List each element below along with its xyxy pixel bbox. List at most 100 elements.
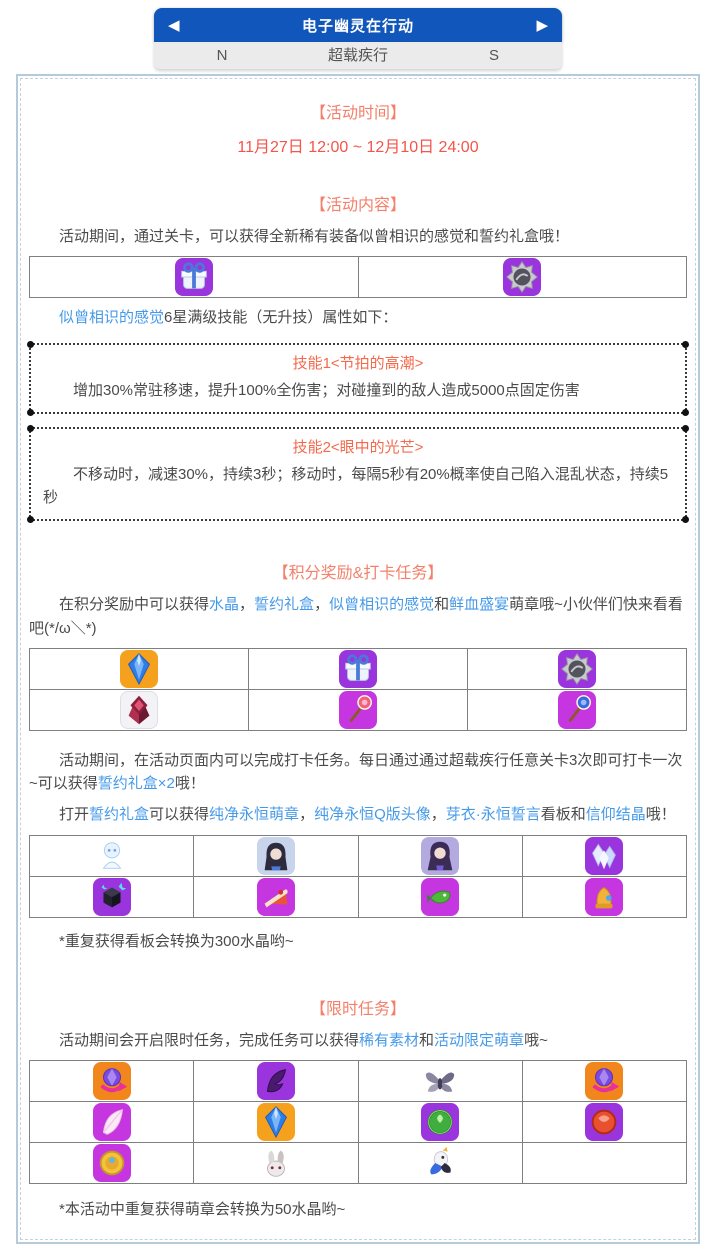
event-detail-panel: 【活动时间】 11月27日 12:00 ~ 12月10日 24:00 【活动内容… [16, 74, 700, 1244]
text-segment: 在积分奖励中可以获得 [59, 596, 210, 614]
gift-box-icon[interactable] [339, 649, 377, 688]
blue-crystal-icon[interactable] [120, 649, 158, 688]
text-segment: 打开 [59, 806, 90, 824]
content-section-heading: 【活动内容】 [309, 197, 406, 214]
item-link[interactable]: 鲜血盛宴 [449, 596, 510, 614]
green-fish-icon[interactable] [421, 877, 460, 916]
text-segment: 看板和 [540, 806, 586, 824]
crystal-cluster-icon[interactable] [585, 836, 624, 875]
reward-cell [357, 875, 523, 918]
item-link[interactable]: 誓约礼盒×2 [97, 775, 175, 792]
orb-arrow-icon[interactable] [92, 1061, 131, 1100]
blue-crystal-icon[interactable] [256, 1102, 295, 1141]
event-title-bar: ◀ 电子幽灵在行动 ▶ [154, 8, 562, 42]
text-segment: 活动期间，在活动页面内可以完成打卡任务。每日通过通过超载疾行任意关卡3次即可打卡… [29, 751, 683, 792]
item-link[interactable]: 稀有素材 [359, 1031, 420, 1049]
orb-arrow-icon[interactable] [585, 1061, 624, 1100]
item-link[interactable]: 似曾相识的感觉 [59, 309, 165, 327]
dark-box-icon[interactable] [92, 877, 131, 916]
corner-dot [27, 516, 34, 524]
girl-kanban-icon[interactable] [421, 836, 460, 875]
item-link[interactable]: 信仰结晶 [585, 806, 646, 824]
gift-box-icon[interactable] [174, 258, 213, 297]
text-segment: 可以获得 [149, 806, 210, 824]
reward-cell [357, 1059, 523, 1102]
corner-dot [27, 408, 34, 416]
reward-table [29, 647, 687, 731]
tab-normal[interactable]: N [216, 47, 228, 64]
item-link[interactable]: 誓约礼盒 [254, 596, 315, 614]
pink-lollipop-icon[interactable] [339, 690, 377, 729]
reward-cell [28, 875, 195, 918]
equip-skill-note: 似曾相识的感觉6星满级技能（无升技）属性如下： [29, 306, 687, 329]
reward-cell [357, 1100, 523, 1143]
reward-cell [29, 647, 249, 690]
reward-cell [248, 688, 468, 731]
skill-2-title: 技能2<眼中的光芒> [292, 438, 424, 456]
score-section-heading: 【积分奖励&打卡任务】 [272, 565, 444, 583]
reward-cell [467, 647, 687, 690]
event-date-range: 11月27日 12:00 ~ 12月10日 24:00 [237, 139, 479, 156]
girl-avatar-icon[interactable] [256, 836, 295, 875]
bird-creature-icon[interactable] [421, 1144, 459, 1182]
item-link[interactable]: 似曾相识的感觉 [329, 596, 435, 614]
table-row [28, 1059, 688, 1102]
text-segment: 哦！ [174, 775, 205, 792]
rabbit-creature-icon[interactable] [257, 1144, 295, 1182]
reward-cell [248, 647, 468, 690]
item-link[interactable]: 誓约礼盒 [89, 806, 150, 824]
item-link[interactable]: 活动限定萌章 [434, 1031, 525, 1049]
red-orb-icon[interactable] [585, 1102, 624, 1141]
text-segment: ， [239, 596, 255, 614]
reward-cell [193, 834, 359, 877]
item-link[interactable]: 芽衣·永恒誓言 [445, 806, 541, 824]
purple-wing-icon[interactable] [256, 1061, 295, 1100]
item-link[interactable]: 纯净永恒萌章 [209, 806, 300, 824]
corner-dot [682, 424, 689, 432]
reward-cell [521, 1100, 688, 1143]
content-rewards-table [29, 256, 687, 299]
daka-intro-text: 活动期间，在活动页面内可以完成打卡任务。每日通过通过超载疾行任意关卡3次即可打卡… [29, 749, 687, 796]
text-segment: ， [430, 806, 446, 824]
text-segment: 和 [434, 596, 450, 614]
red-badge-icon[interactable] [120, 690, 158, 729]
reward-cell [521, 875, 688, 918]
reward-cell [193, 875, 359, 918]
table-row [29, 688, 687, 731]
text-segment: 活动期间会开启限时任务，完成任务可以获得 [59, 1031, 360, 1049]
text-segment: 和 [419, 1031, 435, 1049]
difficulty-tab-bar: N 超载疾行 S [154, 42, 562, 69]
reward-table [29, 256, 687, 299]
skill-box-2: 技能2<眼中的光芒> 不移动时，减速30%，持续3秒；移动时，每隔5秒有20%概… [27, 424, 689, 524]
item-link[interactable]: 纯净永恒Q版头像 [314, 806, 431, 824]
gold-coin-icon[interactable] [92, 1143, 131, 1182]
cake-slice-icon[interactable] [256, 877, 295, 916]
table-row [28, 1100, 688, 1143]
corner-dot [682, 340, 689, 348]
next-event-arrow-icon[interactable]: ▶ [536, 17, 548, 34]
prev-event-arrow-icon[interactable]: ◀ [168, 17, 180, 34]
item-link[interactable]: 水晶 [209, 596, 240, 614]
limited-intro-text: 活动期间会开启限时任务，完成任务可以获得稀有素材和活动限定萌章哦~ [29, 1029, 687, 1052]
blue-lollipop-icon[interactable] [558, 690, 596, 729]
reward-cell [28, 834, 195, 877]
reward-cell [28, 1059, 195, 1102]
skill-1-title: 技能1<节拍的高潮> [292, 354, 424, 372]
corner-dot [27, 424, 34, 432]
corner-dot [682, 516, 689, 524]
gold-bell-icon[interactable] [585, 877, 624, 916]
tab-overload-rush[interactable]: 超载疾行 [327, 47, 388, 64]
skill-1-desc: 增加30%常驻移速，提升100%全伤害；对碰撞到的敌人造成5000点固定伤害 [73, 381, 580, 399]
gray-moth-icon[interactable] [421, 1062, 459, 1100]
pink-feather-icon[interactable] [92, 1102, 131, 1141]
chibi-badge-icon[interactable] [93, 837, 131, 875]
tab-supreme[interactable]: S [488, 47, 499, 64]
table-row [29, 647, 687, 690]
reward-cell [521, 834, 688, 877]
reward-cell [193, 1141, 359, 1184]
green-orb-icon[interactable] [421, 1102, 460, 1141]
reward-cell [521, 1141, 688, 1184]
silver-medal-icon[interactable] [558, 649, 596, 688]
silver-medal-icon[interactable] [503, 258, 542, 297]
text-segment: 6星满级技能（无升技）属性如下： [164, 309, 398, 327]
